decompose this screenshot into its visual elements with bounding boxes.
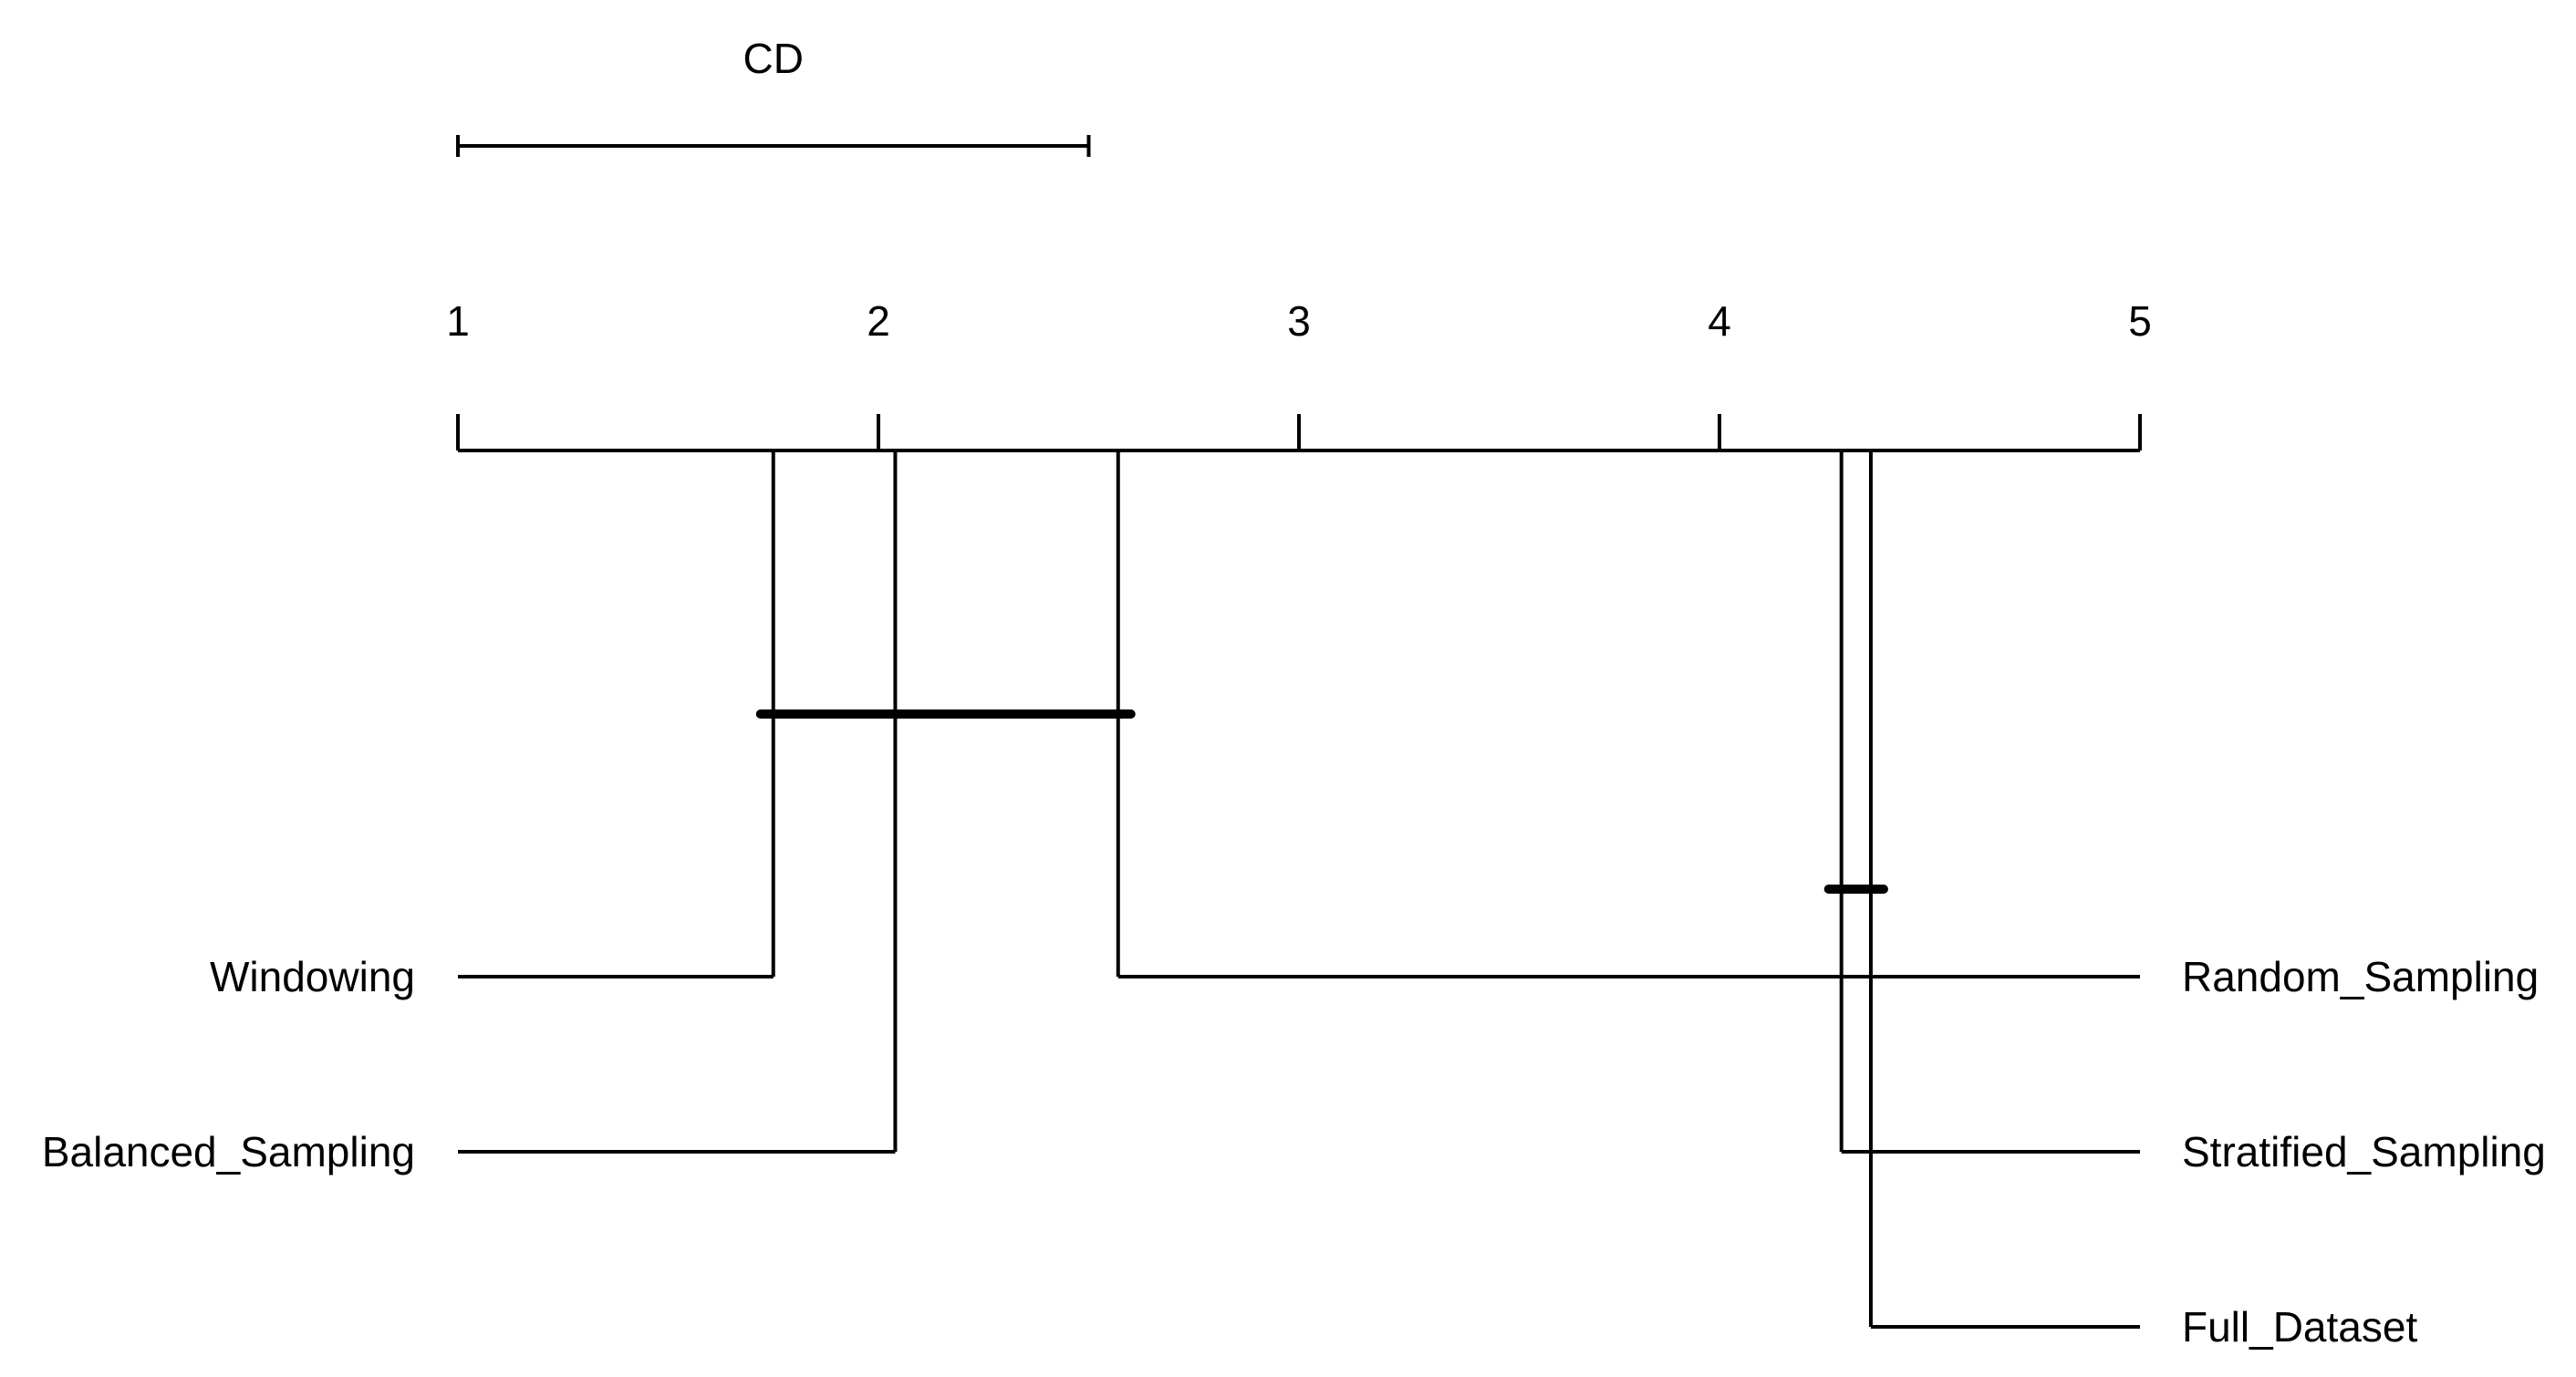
cd-label: CD	[743, 35, 804, 82]
method-label: Full_Dataset	[2182, 1303, 2417, 1351]
rank-axis: 1 2 3 4 5	[446, 297, 2152, 452]
axis-tick-label: 2	[867, 297, 890, 345]
method-label: Stratified_Sampling	[2182, 1128, 2546, 1175]
clique-bars	[755, 709, 1888, 894]
method-label: Balanced_Sampling	[42, 1128, 415, 1175]
axis-tick-label: 1	[446, 297, 470, 345]
axis-tick-label: 4	[1708, 297, 1731, 345]
axis-tick-label: 5	[2128, 297, 2152, 345]
method-label: Windowing	[210, 953, 415, 1000]
critical-difference-indicator: CD	[456, 35, 1091, 157]
method-label: Random_Sampling	[2182, 953, 2539, 1000]
axis-tick-label: 3	[1287, 297, 1311, 345]
